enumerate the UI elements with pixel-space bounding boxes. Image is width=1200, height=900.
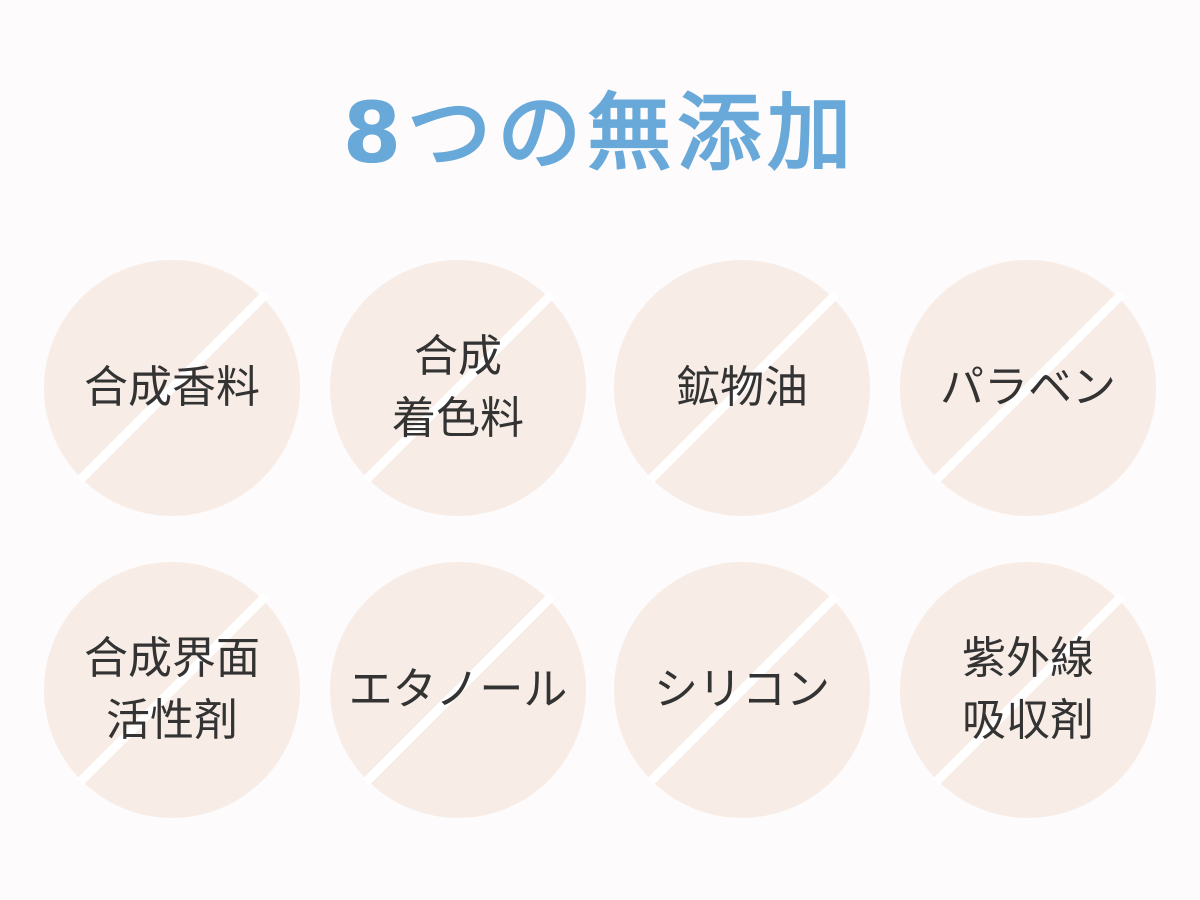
- page-title: 8つの無添加: [342, 84, 858, 182]
- slash-line: [932, 592, 1126, 786]
- badge-label: 鉱物油: [614, 260, 870, 516]
- slash-line: [362, 592, 556, 786]
- badge-label-line: 鉱物油: [676, 362, 808, 413]
- no-additive-badge: 鉱物油: [614, 260, 870, 516]
- no-additive-badge: 合成香料: [44, 260, 300, 516]
- badge-label-line: 吸収剤: [962, 695, 1094, 746]
- badge-label: 紫外線吸収剤: [900, 562, 1156, 818]
- badge-label: 合成香料: [44, 260, 300, 516]
- badge-label: 合成界面活性剤: [44, 562, 300, 818]
- prohibited-icon: [900, 260, 1156, 516]
- badge-label: エタノール: [330, 562, 586, 818]
- no-additive-badge: 合成界面活性剤: [44, 562, 300, 818]
- badge-label-line: シリコン: [654, 664, 830, 715]
- badge-label-line: 合成界面: [84, 633, 260, 684]
- slash-line: [76, 592, 270, 786]
- prohibited-icon: [44, 562, 300, 818]
- no-additive-badge: シリコン: [614, 562, 870, 818]
- no-additive-badge: エタノール: [330, 562, 586, 818]
- badge-label-line: 合成香料: [84, 362, 260, 413]
- badge-label: 合成着色料: [330, 260, 586, 516]
- prohibited-icon: [614, 562, 870, 818]
- prohibited-icon: [330, 562, 586, 818]
- badge-label-line: 合成: [414, 331, 502, 382]
- badge-label-line: エタノール: [348, 664, 568, 715]
- slash-line: [646, 592, 840, 786]
- no-additive-badge: 紫外線吸収剤: [900, 562, 1156, 818]
- slash-line: [646, 290, 840, 484]
- badge-label-line: 着色料: [392, 393, 524, 444]
- badge-label-line: 紫外線: [962, 633, 1094, 684]
- prohibited-icon: [900, 562, 1156, 818]
- no-additive-badge: パラベン: [900, 260, 1156, 516]
- no-additive-badge: 合成着色料: [330, 260, 586, 516]
- badge-label-line: パラベン: [940, 362, 1116, 413]
- slash-line: [932, 290, 1126, 484]
- prohibited-icon: [330, 260, 586, 516]
- slash-line: [362, 290, 556, 484]
- prohibited-icon: [44, 260, 300, 516]
- badge-label: パラベン: [900, 260, 1156, 516]
- prohibited-icon: [614, 260, 870, 516]
- slash-line: [76, 290, 270, 484]
- badge-label-line: 活性剤: [106, 695, 238, 746]
- badge-label: シリコン: [614, 562, 870, 818]
